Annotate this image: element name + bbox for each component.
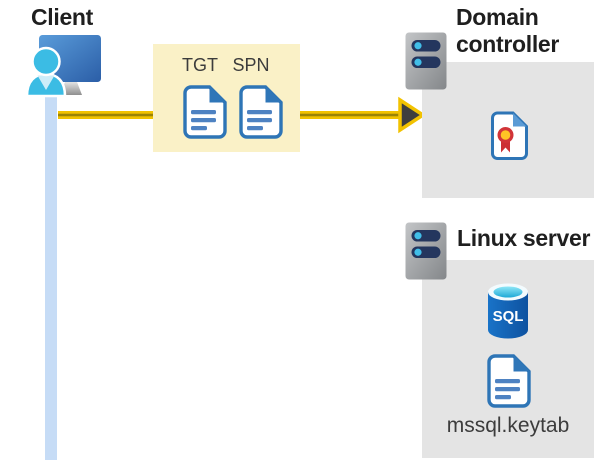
- keytab-label: mssql.keytab: [446, 414, 570, 437]
- keytab-document-icon: [487, 354, 531, 408]
- sql-database-icon: SQL: [488, 283, 528, 339]
- domain-controller-label: Domain controller: [456, 4, 560, 57]
- person-icon: [25, 46, 67, 98]
- linux-server-box: SQL mssql.keytab: [422, 260, 594, 458]
- sql-label: SQL: [493, 308, 524, 325]
- client-label: Client: [30, 4, 94, 30]
- domain-controller-server-icon: [405, 32, 447, 90]
- client-connection-bar: [45, 92, 57, 460]
- ticket-box: TGT SPN: [153, 44, 300, 152]
- client-icon: [25, 35, 101, 98]
- linux-server-icon: [405, 222, 447, 280]
- domain-controller-box: [422, 62, 594, 198]
- spn-label: SPN: [232, 55, 270, 75]
- certificate-icon: [491, 111, 528, 160]
- linux-server-label: Linux server: [457, 225, 591, 251]
- tgt-document-icon: [183, 85, 227, 139]
- tgt-label: TGT: [182, 55, 218, 75]
- spn-document-icon: [239, 85, 283, 139]
